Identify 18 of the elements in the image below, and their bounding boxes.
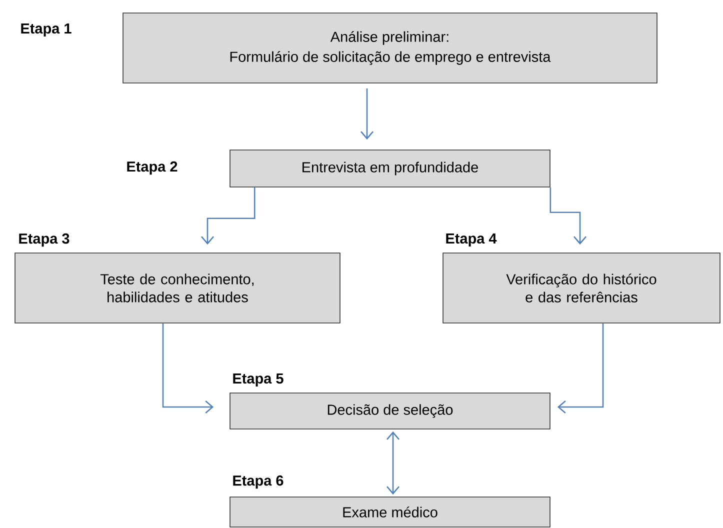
step-label: Etapa 4 [446,234,497,246]
arrow [550,187,586,245]
process-box: Entrevista em profundidade [230,150,550,188]
step-label: Etapa 3 [19,233,70,247]
process-box: Exame médico [230,496,550,528]
arrow [360,88,374,140]
process-box: Decisão de seleção [230,392,550,430]
step-label: Etapa 1 [21,24,72,36]
process-box: Teste de conhecimento, habilidades e atitudes [14,252,340,324]
arrow [557,323,604,414]
step-label: Etapa 6 [233,475,284,489]
arrow [162,323,214,414]
step-label: Etapa 2 [127,161,178,175]
arrow [201,187,256,245]
process-box: Análise preliminar: Formulário de solicitação de emprego e entrevista [122,12,658,84]
step-label: Etapa 5 [233,374,284,386]
arrow [386,431,400,495]
process-box: Verificação do histórico e das referências [442,252,720,324]
